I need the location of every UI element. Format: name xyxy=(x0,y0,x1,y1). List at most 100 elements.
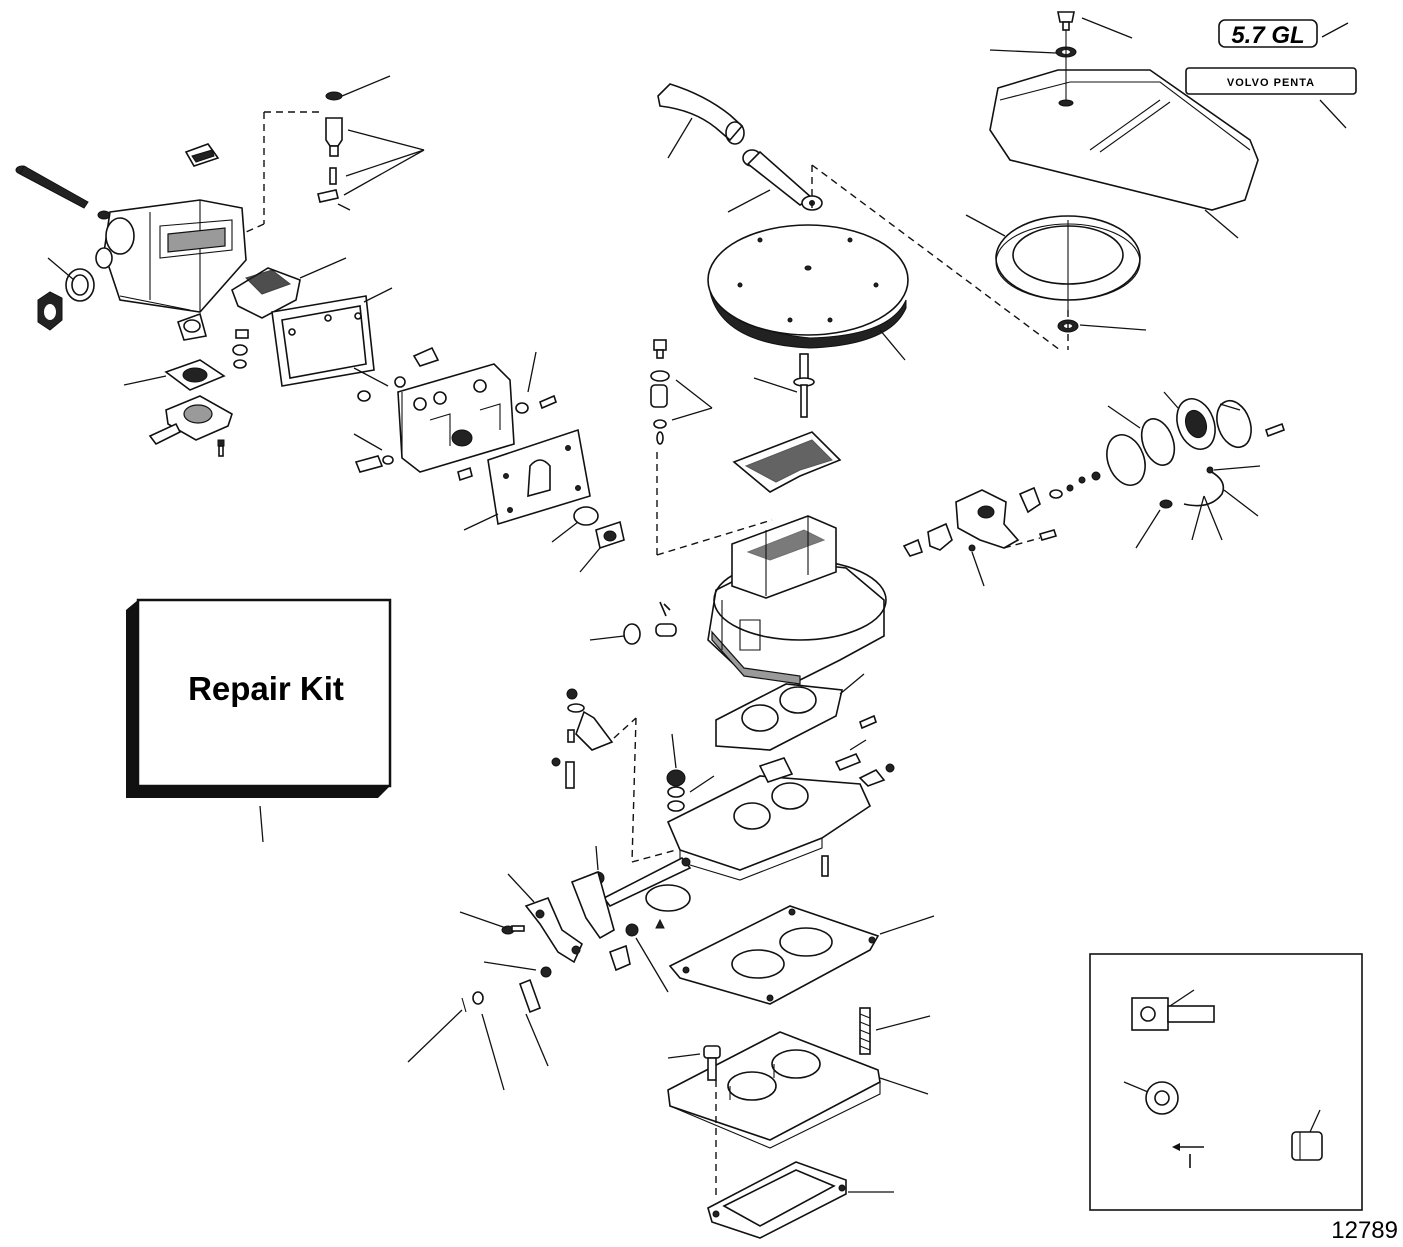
leader-line xyxy=(671,733,677,769)
repair-kit-label: Repair Kit xyxy=(188,670,344,707)
air-cleaner-element xyxy=(995,215,1141,310)
inset-arrow-marker xyxy=(1172,1143,1204,1168)
leader-line xyxy=(353,367,389,387)
brand-badge: VOLVO PENTA xyxy=(1185,67,1357,95)
metering-plate xyxy=(487,428,591,526)
leader-line xyxy=(259,805,264,843)
metering-block xyxy=(397,363,515,473)
leader-line xyxy=(667,117,693,159)
choke-thermostat xyxy=(1140,398,1286,466)
leader-line xyxy=(1107,405,1141,429)
leader-line xyxy=(1321,22,1349,38)
leader-line xyxy=(875,1015,931,1031)
leader-line xyxy=(689,775,715,793)
spacer-bolt xyxy=(703,1045,721,1081)
alignment-line xyxy=(613,717,637,739)
plug-gasket xyxy=(232,329,249,369)
leader-line xyxy=(407,1009,463,1063)
leader-line xyxy=(1319,99,1347,129)
float xyxy=(231,267,301,319)
o-ring-seal xyxy=(573,506,599,526)
leader-line xyxy=(839,673,865,695)
leader-line xyxy=(1135,509,1161,549)
leader-line xyxy=(345,149,425,177)
inlet-nut xyxy=(37,291,63,331)
linkage-stud xyxy=(461,966,552,1014)
engine-badge-text: 5.7 GL xyxy=(1231,22,1304,49)
throttle-lever xyxy=(524,870,615,964)
throttle-body xyxy=(666,757,872,881)
fast-idle-cam xyxy=(551,688,614,789)
retainer-clip xyxy=(184,143,220,167)
leader-line xyxy=(481,1013,505,1091)
throttle-plate xyxy=(645,884,691,929)
leader-line xyxy=(675,379,713,409)
gasket-washer xyxy=(97,210,111,220)
leader-line xyxy=(47,257,75,281)
wing-nut xyxy=(1055,11,1077,100)
choke-rod xyxy=(1159,466,1225,509)
accel-pump-spring xyxy=(623,601,677,645)
leader-line xyxy=(1309,1109,1321,1133)
leader-line xyxy=(965,214,1006,237)
alignment-line xyxy=(1003,537,1041,549)
hardware-inset xyxy=(1089,953,1363,1211)
leader-line xyxy=(343,149,425,196)
repair-kit-box: Repair Kit xyxy=(126,598,392,798)
leader-line xyxy=(971,551,985,587)
leader-line xyxy=(347,129,425,151)
leader-line xyxy=(299,257,347,279)
jet xyxy=(354,346,557,482)
choke-plate xyxy=(732,431,842,493)
leader-line xyxy=(353,433,383,451)
leader-line xyxy=(527,351,537,393)
bowl-gasket xyxy=(271,295,375,387)
leader-line xyxy=(989,49,1057,54)
power-valve xyxy=(595,520,625,550)
leader-line xyxy=(667,1053,701,1059)
brand-badge-text: VOLVO PENTA xyxy=(1227,77,1315,89)
main-body xyxy=(707,515,887,685)
vent-tube xyxy=(742,149,823,211)
leader-line xyxy=(727,189,771,213)
screw-stack xyxy=(650,339,670,445)
leader-line xyxy=(1123,1081,1149,1093)
leader-line xyxy=(1169,989,1195,1007)
leader-line xyxy=(551,521,579,543)
leader-line xyxy=(1223,489,1259,517)
leader-line xyxy=(1163,391,1179,409)
pump-diaphragm xyxy=(164,359,226,391)
bottom-gasket xyxy=(707,1161,847,1239)
leader-line xyxy=(1079,324,1147,331)
air-cleaner-base xyxy=(707,224,909,349)
vent-hose xyxy=(657,83,745,145)
leader-line xyxy=(1081,17,1133,39)
leader-line xyxy=(1219,403,1241,411)
leader-line xyxy=(579,547,601,573)
body-gasket xyxy=(715,683,843,751)
lever-screw xyxy=(501,925,525,935)
leader-line xyxy=(341,75,391,97)
inset-nut xyxy=(1291,1131,1323,1161)
leader-line xyxy=(337,203,351,211)
leader-line xyxy=(363,287,393,303)
leader-line xyxy=(595,845,599,871)
spacer-plate xyxy=(667,1031,881,1149)
inlet-fitting xyxy=(65,268,95,302)
leader-line xyxy=(459,911,507,929)
leader-line xyxy=(1191,495,1205,541)
figure-number: 12789 xyxy=(1331,1217,1398,1244)
air-cleaner-stud xyxy=(793,353,815,418)
float-hinge xyxy=(176,312,208,341)
leader-line xyxy=(1204,209,1239,239)
needle-seat xyxy=(317,91,343,203)
alignment-line xyxy=(656,519,773,556)
leader-line xyxy=(1203,495,1223,541)
leader-line xyxy=(525,1013,549,1067)
leader-line xyxy=(123,375,167,386)
leader-line xyxy=(463,513,499,531)
throttle-nut xyxy=(608,923,639,972)
leader-line xyxy=(589,635,625,641)
bowl-screw xyxy=(15,165,89,209)
alignment-line xyxy=(811,164,1061,351)
